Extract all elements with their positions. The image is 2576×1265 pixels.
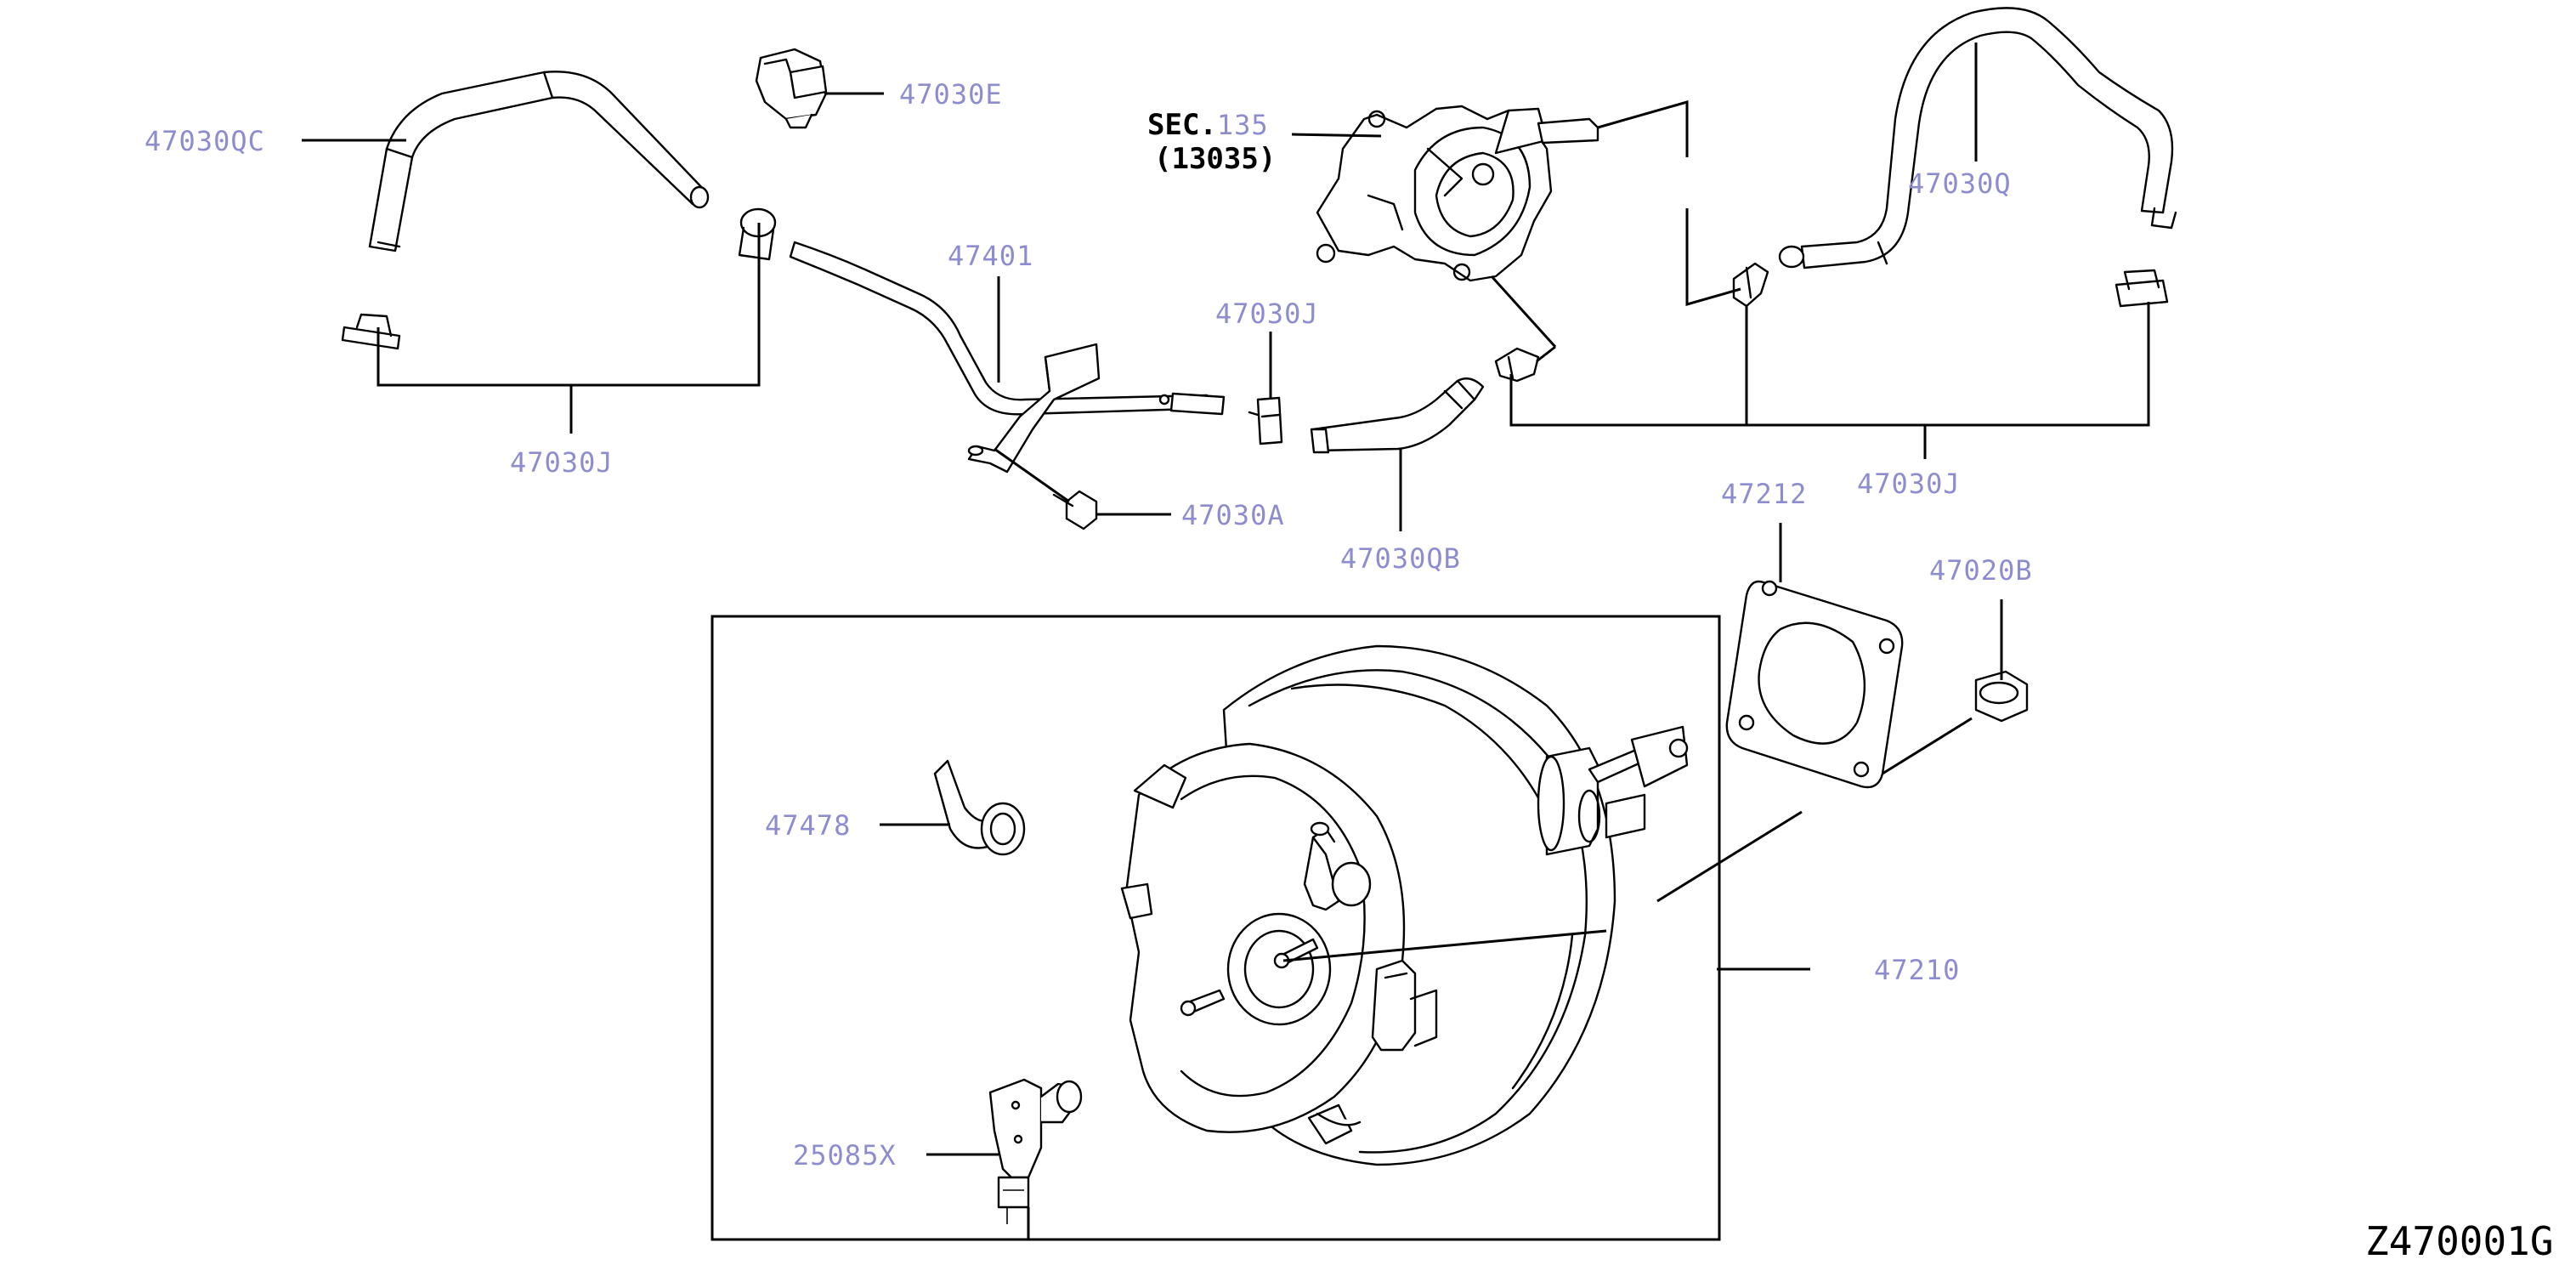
label-47212: 47212 — [1721, 478, 1807, 510]
bolt-47030A — [1052, 490, 1098, 530]
hose-47030QB — [1310, 377, 1485, 454]
label-47478: 47478 — [765, 809, 851, 842]
label-25085X: 25085X — [793, 1139, 897, 1171]
connector-47030E — [755, 48, 828, 129]
brake-booster-47210 — [1120, 644, 1689, 1166]
label-47030QC: 47030QC — [144, 125, 265, 157]
nut-47020B — [1974, 670, 2029, 723]
label-47030A: 47030A — [1181, 499, 1285, 531]
vacuum-pump-sec135 — [1316, 105, 1599, 282]
label-47030E: 47030E — [899, 78, 1003, 111]
tube-47401 — [789, 241, 1226, 474]
clip-47030J-left-a — [341, 313, 401, 350]
clip-47030J-mid — [1248, 396, 1283, 445]
booster-assembly-frame — [711, 615, 1721, 1241]
diagram-code: Z470001G — [2365, 1218, 2554, 1262]
label-47030J-left: 47030J — [510, 446, 614, 479]
clip-47030J-right-a — [1732, 262, 1769, 308]
leader-lines-upper — [302, 43, 2150, 531]
clip-47030J-right-b — [2115, 269, 2169, 308]
sec-ref-line2: (13035) — [1154, 142, 1276, 176]
label-47030J-mid: 47030J — [1215, 298, 1319, 330]
hose-47030QC — [368, 71, 710, 252]
label-47030J-right: 47030J — [1857, 468, 1961, 500]
label-47210: 47210 — [1874, 954, 1960, 986]
label-47030QB: 47030QB — [1340, 542, 1461, 575]
clip-47030J-right-c — [1494, 347, 1540, 383]
elbow-47478 — [933, 759, 1026, 856]
label-47030Q: 47030Q — [1908, 167, 2012, 200]
gasket-47212 — [1725, 580, 1904, 789]
hose-47030Q — [1778, 7, 2177, 269]
sec-ref-line1: SEC.135 — [1147, 108, 1269, 142]
sensor-25085X — [988, 1078, 1083, 1224]
clip-47030J-left-b — [738, 207, 777, 261]
leader-lines-lower — [880, 523, 2003, 1239]
label-47020B: 47020B — [1929, 554, 2033, 587]
label-47401: 47401 — [948, 240, 1033, 272]
